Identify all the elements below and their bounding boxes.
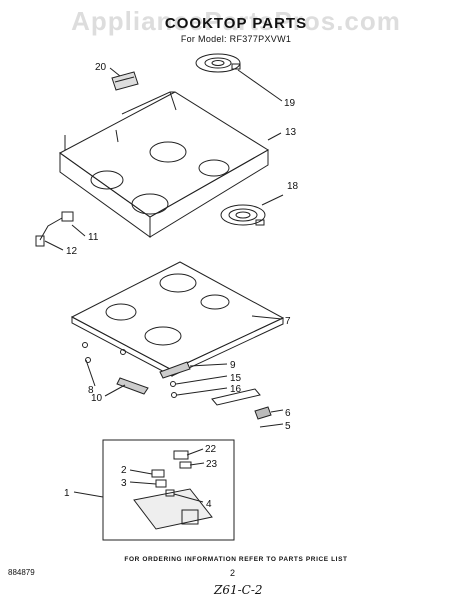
callout-1: 1 bbox=[64, 488, 70, 499]
part-1-wiring-assembly bbox=[102, 439, 235, 541]
callout-7: 7 bbox=[285, 316, 291, 327]
ordering-note: FOR ORDERING INFORMATION REFER TO PARTS … bbox=[124, 556, 348, 563]
callout-10: 10 bbox=[91, 393, 103, 404]
callout-13: 13 bbox=[285, 127, 297, 138]
leader-lines bbox=[44, 67, 284, 503]
callout-19: 19 bbox=[284, 98, 296, 109]
callout-4: 4 bbox=[206, 499, 212, 510]
callout-8: 8 bbox=[88, 385, 94, 396]
callout-18: 18 bbox=[287, 181, 299, 192]
callout-6: 6 bbox=[285, 408, 291, 419]
part-7-burner-box bbox=[70, 261, 285, 377]
callout-22: 22 bbox=[205, 444, 217, 455]
model-subtitle: For Model: RF377PXVW1 bbox=[180, 34, 292, 44]
callout-11: 11 bbox=[88, 232, 99, 243]
part-11-12-receptacle bbox=[35, 211, 74, 247]
callout-23: 23 bbox=[206, 459, 218, 470]
callout-20: 20 bbox=[95, 62, 107, 73]
callout-3: 3 bbox=[121, 478, 127, 489]
diagram-title: COOKTOP PARTS bbox=[164, 15, 308, 32]
part-18-surface-element bbox=[220, 204, 266, 226]
document-number: 884879 bbox=[8, 568, 35, 577]
callout-2: 2 bbox=[121, 465, 127, 476]
part-13-cooktop bbox=[59, 91, 269, 238]
callout-9: 9 bbox=[230, 360, 236, 371]
watermark-text: AppliancePartsPros.com bbox=[71, 6, 401, 36]
part-20-trim bbox=[111, 71, 139, 91]
page-number: 2 bbox=[230, 568, 236, 578]
part-19-surface-element bbox=[195, 53, 241, 73]
callout-5: 5 bbox=[285, 421, 291, 432]
callout-15: 15 bbox=[230, 373, 242, 384]
part-5-6-switch bbox=[211, 388, 272, 420]
handwritten-code: Z61-C-2 bbox=[214, 583, 263, 597]
callout-12: 12 bbox=[66, 246, 78, 257]
part-8-9-10-15-16-hardware bbox=[82, 342, 191, 398]
callout-16: 16 bbox=[230, 384, 242, 395]
